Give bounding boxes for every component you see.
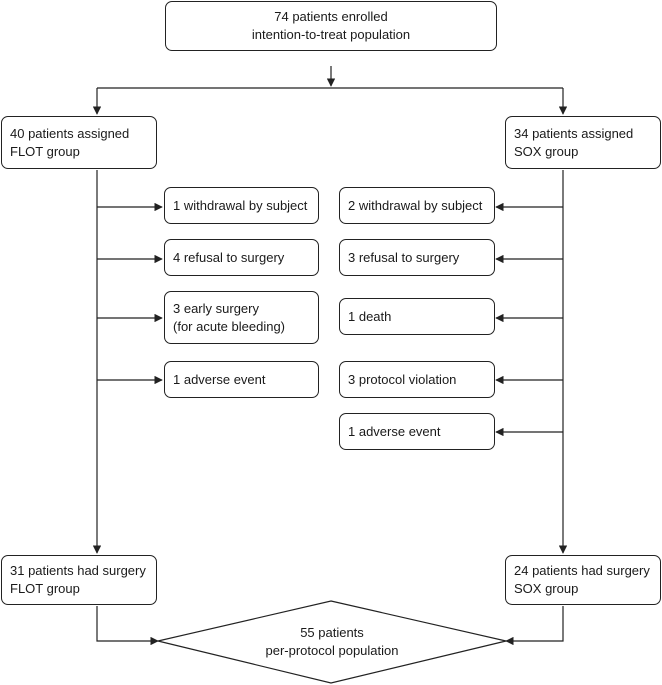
enrolled-population: intention-to-treat population: [251, 27, 411, 42]
flot-exclusion-text: 1 adverse event: [173, 371, 266, 387]
arrow-flot-to-perprotocol: [96, 606, 159, 646]
flot-surgery-count: 31 patients had surgery: [10, 563, 146, 578]
flot-exclusion-text: 4 refusal to surgery: [173, 249, 285, 265]
sox-assigned-group: SOX group: [514, 143, 579, 159]
flot-assigned-group: FLOT group: [10, 143, 80, 159]
flot-exclusion-text: 3 early surgery: [173, 300, 259, 316]
flot-exclusion-text: 1 withdrawal by subject: [173, 197, 308, 213]
flot-exclusion-box: 1 adverse event: [164, 361, 319, 398]
sox-exclusion-text: 2 withdrawal by subject: [348, 197, 483, 213]
sox-exclusion-box: 1 adverse event: [339, 413, 495, 450]
flot-assigned-count: 40 patients assigned: [10, 125, 130, 141]
per-protocol-count: 55 patients: [300, 625, 364, 640]
enrolled-box: 74 patients enrolled intention-to-treat …: [165, 1, 497, 51]
sox-exclusion-text: 3 protocol violation: [348, 371, 457, 387]
flot-exclusion-box: 4 refusal to surgery: [164, 239, 319, 276]
flot-exclusion-box: 1 withdrawal by subject: [164, 187, 319, 224]
flot-assigned-box: 40 patients assigned FLOT group: [1, 116, 157, 169]
sox-exclusion-box: 3 protocol violation: [339, 361, 495, 398]
per-protocol-label: 55 patients per-protocol population: [232, 624, 432, 660]
flot-exclusion-detail: (for acute bleeding): [173, 318, 286, 334]
arrow-sox-to-perprotocol: [505, 606, 564, 646]
sox-exclusion-box: 2 withdrawal by subject: [339, 187, 495, 224]
flot-exclusion-box: 3 early surgery (for acute bleeding): [164, 291, 319, 344]
sox-assigned-box: 34 patients assigned SOX group: [505, 116, 661, 169]
flot-surgery-group: FLOT group: [10, 581, 80, 596]
sox-surgery-box: 24 patients had surgery SOX group: [505, 555, 661, 605]
sox-assigned-count: 34 patients assigned: [514, 125, 634, 141]
per-protocol-population: per-protocol population: [265, 643, 399, 658]
sox-surgery-group: SOX group: [514, 581, 579, 596]
sox-exclusion-box: 1 death: [339, 298, 495, 335]
sox-exclusion-text: 3 refusal to surgery: [348, 249, 460, 265]
sox-exclusion-text: 1 death: [348, 308, 392, 324]
flot-surgery-box: 31 patients had surgery FLOT group: [1, 555, 157, 605]
sox-exclusion-box: 3 refusal to surgery: [339, 239, 495, 276]
sox-exclusion-text: 1 adverse event: [348, 423, 441, 439]
per-protocol-diamond: [157, 600, 507, 684]
sox-surgery-count: 24 patients had surgery: [514, 563, 650, 578]
enrolled-count: 74 patients enrolled: [274, 9, 388, 24]
